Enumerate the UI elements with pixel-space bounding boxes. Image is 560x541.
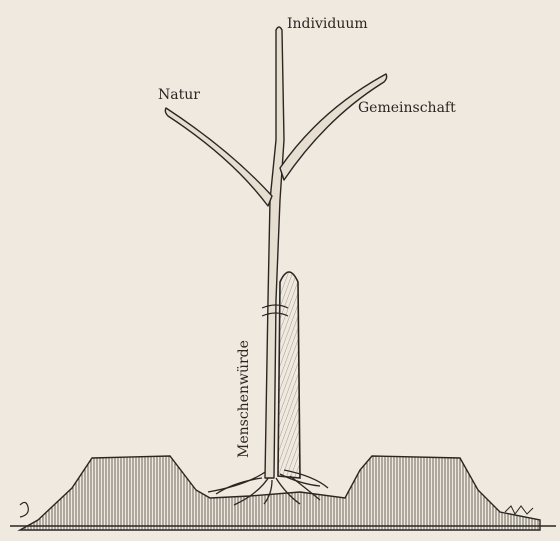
- branch-left: [165, 108, 272, 206]
- support-stake: [278, 272, 300, 478]
- label-natur: Natur: [158, 87, 200, 103]
- label-menschenwuerde: Menschenwürde: [236, 340, 252, 458]
- label-gemeinschaft: Gemeinschaft: [358, 100, 456, 116]
- labels: Individuum Natur Gemeinschaft Menschenwü…: [158, 16, 456, 458]
- branch-right: [280, 74, 387, 180]
- label-individuum: Individuum: [287, 16, 368, 32]
